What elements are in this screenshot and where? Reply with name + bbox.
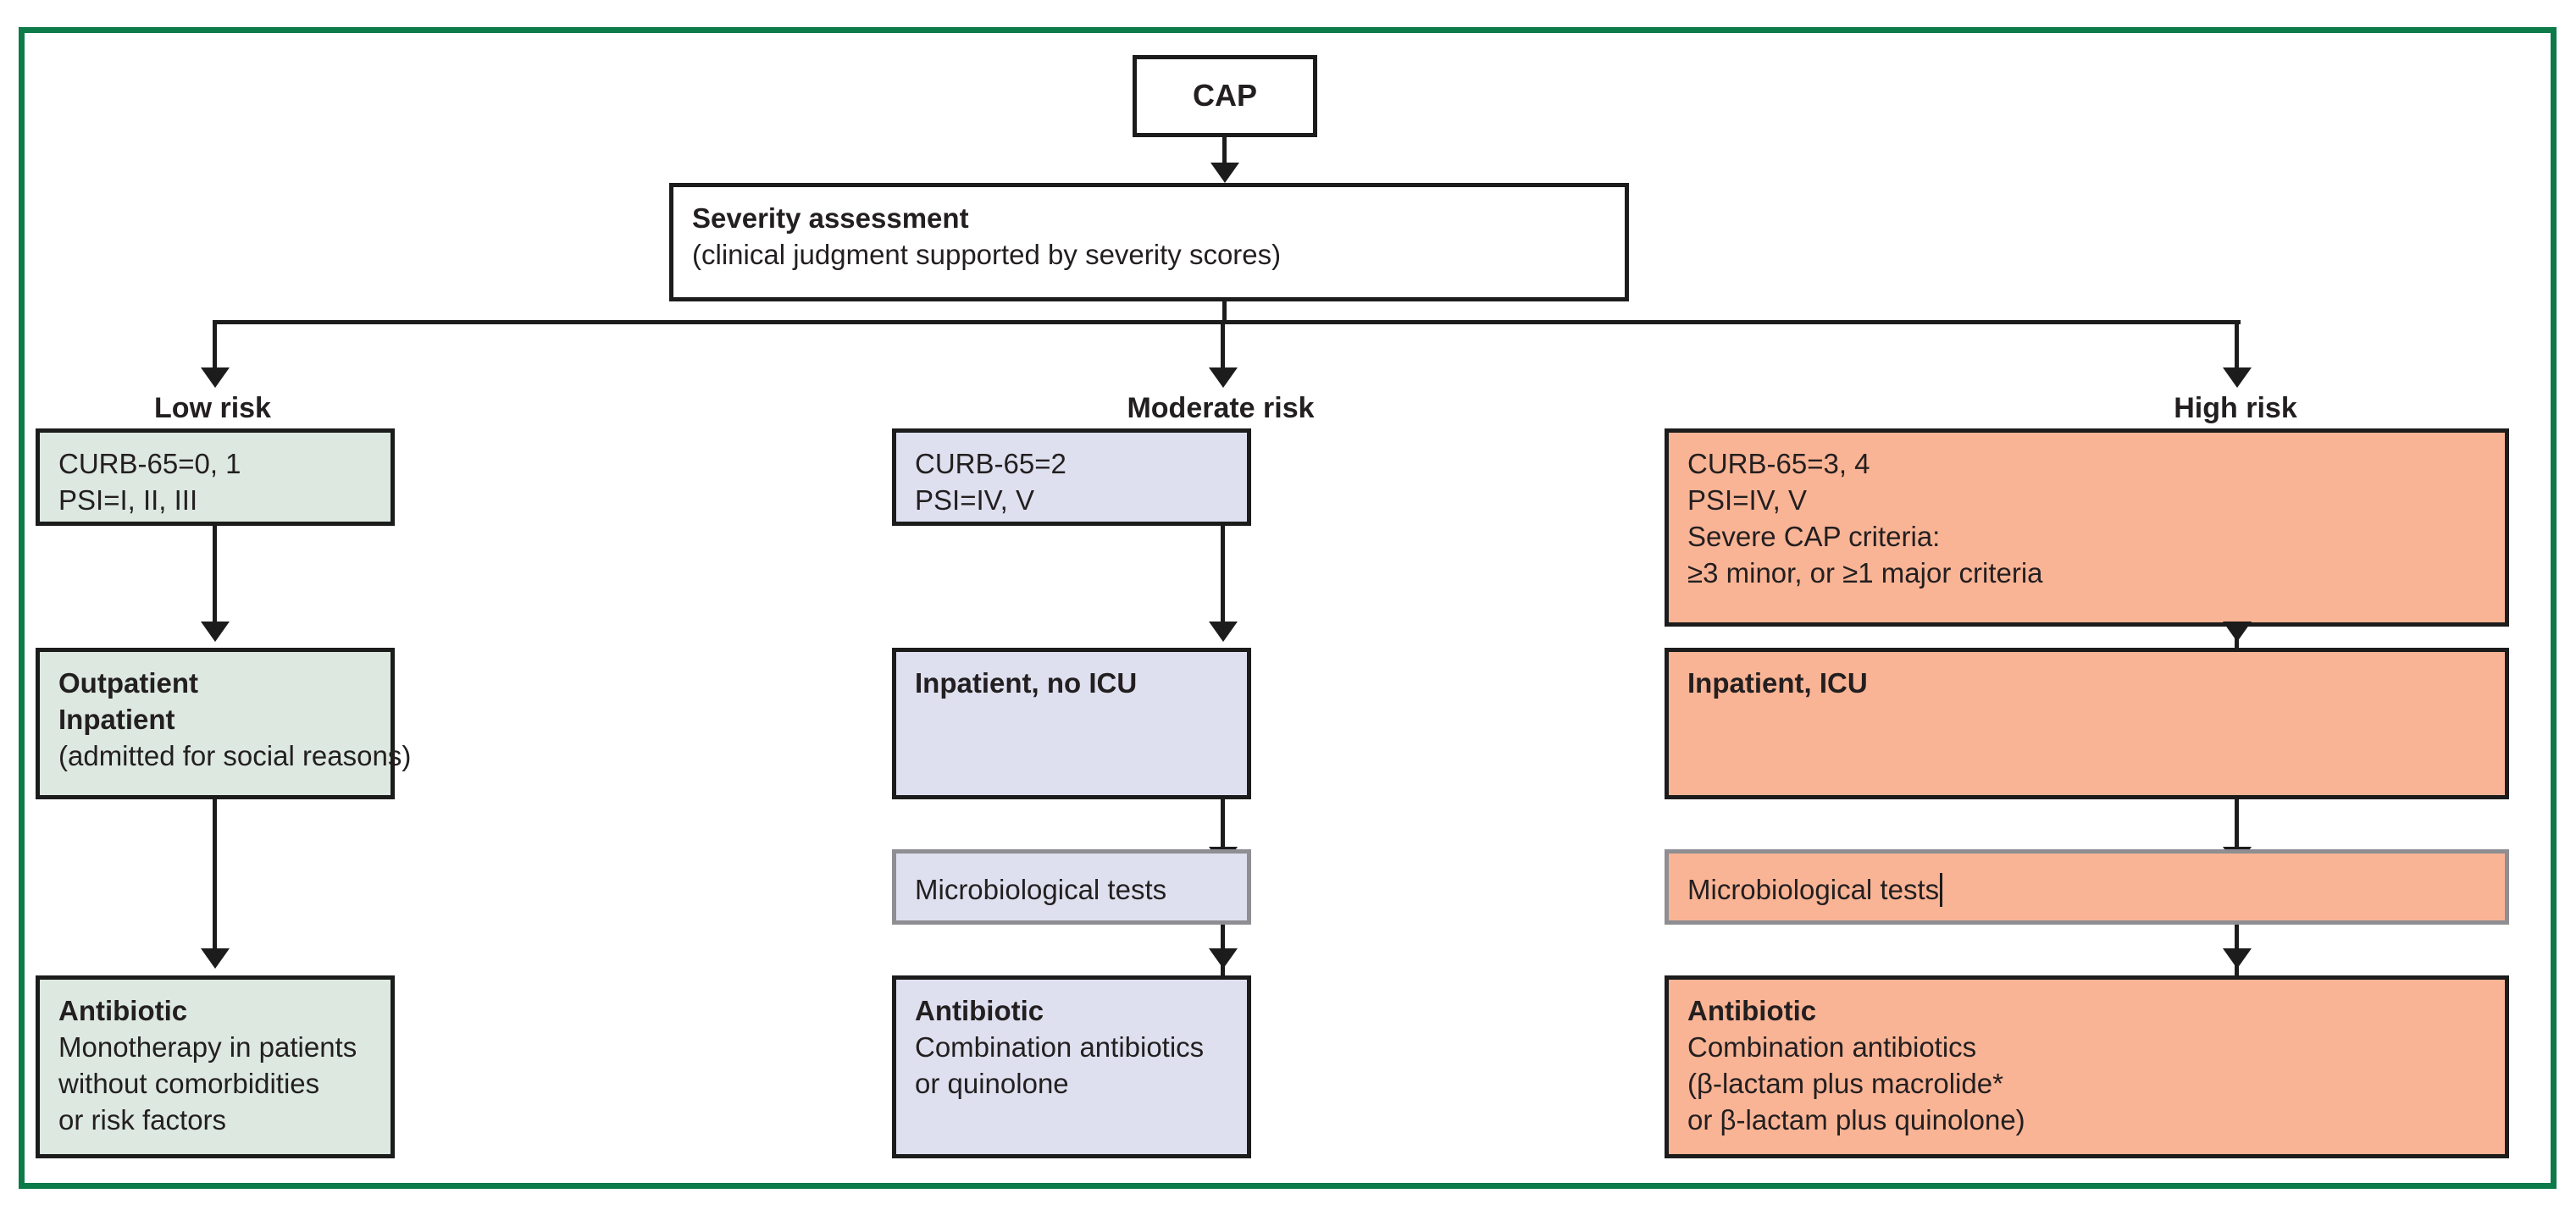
node-high-micro[interactable]: Microbiological tests — [1665, 849, 2509, 925]
moderate-antibiotic-title: Antibiotic — [915, 995, 1044, 1026]
connector-cap-to-severity — [1222, 137, 1227, 168]
low-antibiotic-title: Antibiotic — [58, 995, 188, 1026]
low-antibiotic-line: or risk factors — [58, 1103, 227, 1135]
arrowhead-moderate-setting — [1209, 622, 1238, 642]
low-antibiotic-line: without comorbidities — [58, 1067, 320, 1099]
high-antibiotic-line: Combination antibiotics — [1687, 1030, 1977, 1063]
high-setting-bold-line: Inpatient, ICU — [1687, 667, 1868, 699]
node-high-setting[interactable]: Inpatient, ICU — [1665, 648, 2509, 799]
heading-moderate-risk: Moderate risk — [1072, 392, 1370, 425]
node-severity-assessment[interactable]: Severity assessment (clinical judgment s… — [669, 183, 1629, 301]
moderate-micro-label: Microbiological tests — [915, 874, 1167, 905]
severity-title: Severity assessment — [692, 202, 969, 234]
node-moderate-criteria[interactable]: CURB-65=2 PSI=IV, V — [892, 428, 1251, 526]
node-high-criteria[interactable]: CURB-65=3, 4 PSI=IV, V Severe CAP criter… — [1665, 428, 2509, 627]
node-low-criteria[interactable]: CURB-65=0, 1 PSI=I, II, III — [36, 428, 395, 526]
connector-moderate-setting-to-micro — [1221, 799, 1225, 852]
connector-high-setting-to-micro — [2235, 799, 2239, 852]
node-low-antibiotic[interactable]: Antibiotic Monotherapy in patients witho… — [36, 975, 395, 1158]
moderate-antibiotic-line: or quinolone — [915, 1067, 1069, 1099]
moderate-setting-bold-line: Inpatient, no ICU — [915, 667, 1138, 699]
arrowhead-low-setting — [201, 622, 230, 642]
connector-severity-stem — [1222, 301, 1227, 322]
high-antibiotic-line: or β-lactam plus quinolone) — [1687, 1103, 2025, 1135]
high-criteria-line: CURB-65=3, 4 — [1687, 448, 1870, 479]
node-cap-label: CAP — [1192, 78, 1257, 113]
heading-low-risk-text: Low risk — [154, 392, 271, 424]
heading-moderate-risk-text: Moderate risk — [1127, 392, 1315, 424]
connector-low-criteria-to-setting — [213, 526, 217, 626]
high-criteria-line: PSI=IV, V — [1687, 483, 1807, 516]
arrowhead-high-antibiotic — [2223, 948, 2252, 969]
branch-bus — [214, 320, 2241, 324]
arrowhead-low-risk — [201, 367, 230, 388]
branch-drop-low — [213, 320, 217, 373]
high-criteria-line: ≥3 minor, or ≥1 major criteria — [1687, 556, 2043, 588]
arrowhead-high-risk — [2223, 367, 2252, 388]
text-cursor — [1940, 873, 1943, 907]
node-high-antibiotic[interactable]: Antibiotic Combination antibiotics (β-la… — [1665, 975, 2509, 1158]
low-antibiotic-line: Monotherapy in patients — [58, 1030, 357, 1063]
heading-high-risk-text: High risk — [2174, 392, 2297, 424]
node-moderate-setting[interactable]: Inpatient, no ICU — [892, 648, 1251, 799]
high-antibiotic-title: Antibiotic — [1687, 995, 1817, 1026]
low-criteria-line: CURB-65=0, 1 — [58, 448, 241, 479]
moderate-criteria-line: CURB-65=2 — [915, 448, 1066, 479]
arrowhead-low-antibiotic — [201, 948, 230, 969]
arrowhead-moderate-risk — [1209, 367, 1238, 388]
arrowhead-high-setting — [2223, 622, 2252, 642]
high-micro-line: Microbiological tests — [1687, 872, 2486, 909]
high-micro-label: Microbiological tests — [1687, 874, 1940, 905]
low-setting-bold-line: Outpatient — [58, 667, 198, 699]
high-criteria-line: Severe CAP criteria: — [1687, 520, 1941, 552]
arrowhead-cap-to-severity — [1210, 163, 1239, 183]
heading-low-risk: Low risk — [88, 392, 337, 425]
node-moderate-antibiotic[interactable]: Antibiotic Combination antibiotics or qu… — [892, 975, 1251, 1158]
high-antibiotic-line: (β-lactam plus macrolide* — [1687, 1067, 2003, 1099]
low-criteria-line: PSI=I, II, III — [58, 483, 198, 516]
node-cap[interactable]: CAP — [1133, 55, 1317, 137]
low-setting-bold-line: Inpatient — [58, 703, 175, 735]
node-moderate-micro[interactable]: Microbiological tests — [892, 849, 1251, 925]
low-setting-line: (admitted for social reasons) — [58, 739, 412, 771]
connector-low-setting-to-antibiotic — [213, 799, 217, 953]
heading-high-risk: High risk — [2118, 392, 2353, 425]
arrowhead-moderate-antibiotic — [1209, 948, 1238, 969]
moderate-criteria-line: PSI=IV, V — [915, 483, 1034, 516]
connector-moderate-criteria-to-setting — [1221, 526, 1225, 626]
branch-drop-moderate — [1221, 320, 1225, 373]
moderate-antibiotic-line: Combination antibiotics — [915, 1030, 1205, 1063]
branch-drop-high — [2235, 320, 2239, 373]
severity-subtitle: (clinical judgment supported by severity… — [692, 238, 1282, 270]
node-low-setting[interactable]: Outpatient Inpatient (admitted for socia… — [36, 648, 412, 799]
